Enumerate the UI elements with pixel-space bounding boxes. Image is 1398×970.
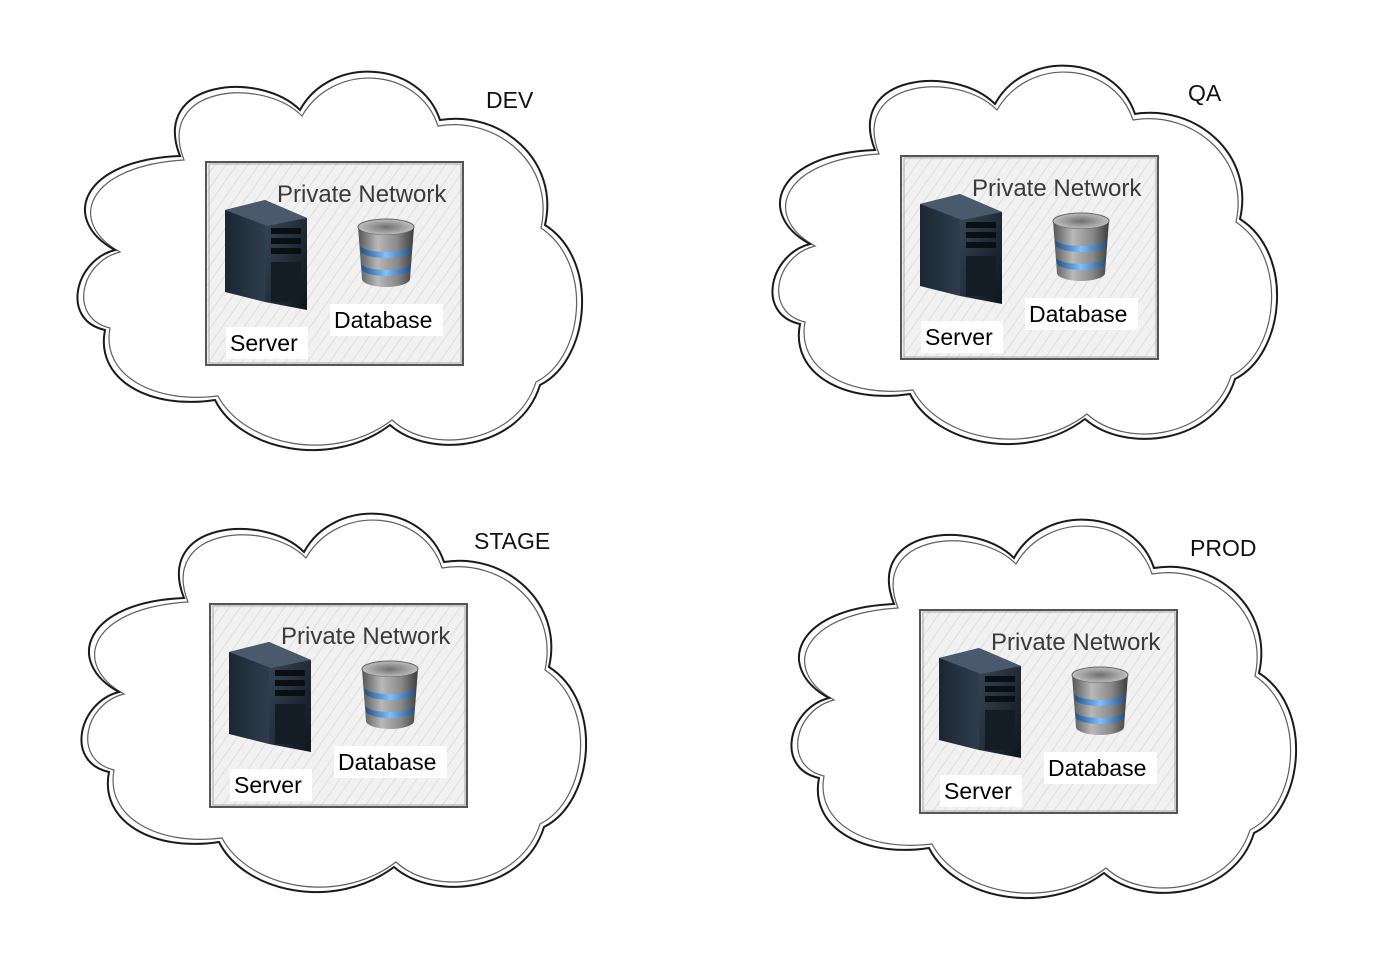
server-icon xyxy=(229,642,311,752)
server-label-bg xyxy=(940,775,1022,807)
database-label: Database xyxy=(1048,755,1146,781)
database-icon xyxy=(361,660,419,729)
private-network-label: Private Network xyxy=(281,623,451,650)
server-label: Server xyxy=(925,324,993,350)
server-label-bg xyxy=(226,327,308,359)
database-label-bg xyxy=(334,746,447,778)
private-network-label: Private Network xyxy=(277,181,447,208)
private-network-label: Private Network xyxy=(991,629,1161,656)
server-icon xyxy=(939,648,1021,758)
environment-label: STAGE xyxy=(474,528,550,554)
environment-prod: PROD Private Network Server Database xyxy=(790,518,1298,900)
server-label: Server xyxy=(234,772,302,798)
database-icon xyxy=(1071,666,1129,735)
database-label-bg xyxy=(1025,298,1138,330)
server-label: Server xyxy=(230,330,298,356)
database-label: Database xyxy=(338,749,436,775)
private-network-label: Private Network xyxy=(972,175,1142,202)
environment-label: PROD xyxy=(1190,535,1256,561)
database-icon xyxy=(357,218,415,287)
environment-label: DEV xyxy=(486,87,534,113)
environment-stage: STAGE Private Network Server Database xyxy=(80,512,588,894)
server-label: Server xyxy=(944,778,1012,804)
database-label-bg xyxy=(1044,752,1157,784)
server-label-bg xyxy=(921,321,1003,353)
database-label-bg xyxy=(330,304,443,336)
server-label-bg xyxy=(230,769,312,801)
environment-qa: QA Private Network Server Database xyxy=(771,64,1279,446)
database-icon xyxy=(1052,212,1110,281)
environment-label: QA xyxy=(1188,80,1222,106)
environment-dev: DEV Private Network Server Database xyxy=(76,70,584,452)
database-label: Database xyxy=(334,307,432,333)
server-icon xyxy=(225,200,307,310)
server-icon xyxy=(920,194,1002,304)
database-label: Database xyxy=(1029,301,1127,327)
